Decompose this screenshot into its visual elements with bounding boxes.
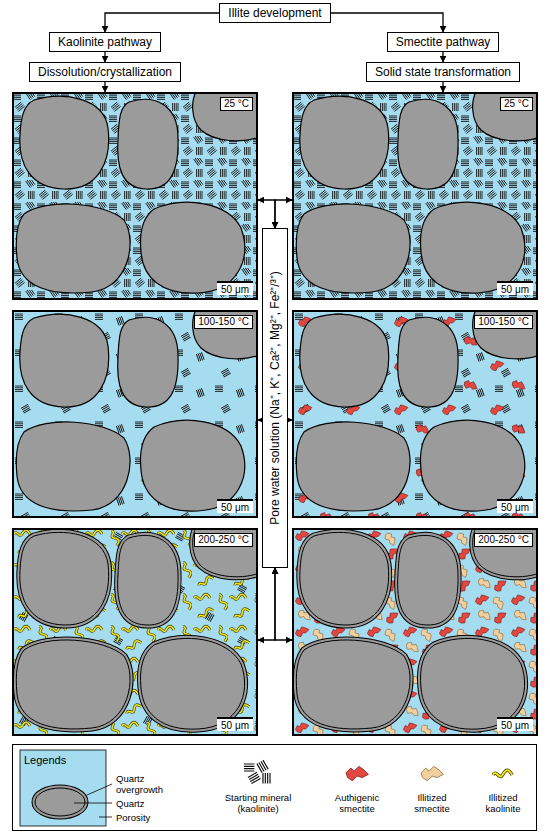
connector-arrow (442, 82, 443, 92)
legend-entry: Quartz overgrowth (116, 773, 178, 795)
temperature-label: 100-150 °C (474, 315, 533, 329)
node-label: Legends (24, 754, 66, 766)
connector-arrow (104, 82, 105, 92)
overgrowth-fill (16, 528, 258, 729)
illitized-smectite-icon (421, 766, 443, 780)
thin-section-panel: 100-150 °C 50 μm (12, 310, 258, 518)
porosity-sample (20, 750, 106, 826)
smectite-panel-100 (292, 310, 538, 518)
node-label: Smectite pathway (396, 35, 491, 49)
legend-label: Illitized smectite (414, 792, 449, 814)
connector-arrow (104, 52, 105, 62)
pore-water-box: Pore water solution (Na⁺, K⁺, Ca²⁺, Mg²⁺… (262, 228, 288, 568)
overgrowth-rim (296, 528, 538, 729)
legend-label: Illitized kaolinite (486, 792, 521, 814)
temperature-label: 200-250 °C (474, 533, 533, 547)
quartz-grains (16, 310, 258, 511)
quartz-grains (296, 310, 538, 511)
scale-bar-label: 50 μm (497, 499, 533, 513)
node-label: Illite development (228, 6, 321, 20)
overgrowth-rim (35, 788, 85, 816)
thin-section-panel: 200-250 °C 50 μm (12, 528, 258, 736)
temperature-label: 25 °C (220, 97, 253, 111)
scale-bar-label: 50 μm (497, 717, 533, 731)
legend-entry: Authigenic smectite (322, 792, 392, 814)
quartz-sample (35, 788, 85, 816)
process-box: Dissolution/crystallization (29, 62, 181, 82)
process-box: Solid state transformation (366, 62, 520, 82)
legend-entry: Starting mineral (kaolinite) (210, 792, 306, 814)
node-label: Pore water solution (Na⁺, K⁺, Ca²⁺, Mg²⁺… (268, 271, 282, 524)
legend-entry: Illitized kaolinite (471, 792, 535, 814)
temperature-label: 25 °C (500, 97, 533, 111)
process-box: Smectite pathway (387, 32, 500, 52)
node-label: Solid state transformation (375, 65, 511, 79)
quartz-grains (16, 92, 258, 293)
thin-section-panel: 25 °C 50 μm (12, 92, 258, 300)
legend-label: Porosity (116, 812, 150, 823)
quartz-grains (296, 528, 538, 729)
overgrowth-fill (35, 788, 85, 816)
legend-label: Authigenic smectite (335, 792, 379, 814)
smectite-panel-200 (292, 528, 538, 736)
scale-bar-label: 50 μm (217, 281, 253, 295)
connector-arrow (275, 200, 292, 228)
kaolinite-panel-200 (12, 528, 258, 736)
quartz-grains (296, 92, 538, 293)
illitized-kaolinite-icon (493, 770, 512, 776)
node-label: Dissolution/crystallization (38, 65, 172, 79)
kaolinite-icon (244, 760, 270, 783)
legend-entry: Porosity (116, 812, 178, 823)
temperature-label: 200-250 °C (194, 533, 253, 547)
overgrowth-fill (296, 528, 538, 729)
node-label: Kaolinite pathway (58, 35, 152, 49)
legend-icons (244, 760, 512, 783)
legend-sample (20, 750, 112, 826)
legend-label: Quartz (116, 798, 145, 809)
connector-arrow (331, 13, 443, 32)
quartz-grains (16, 528, 258, 729)
scale-bar-label: 50 μm (217, 499, 253, 513)
legend-entry: Quartz (116, 798, 178, 809)
connector-arrow (442, 52, 443, 62)
connector-arrow (105, 13, 219, 32)
smectite-icon (346, 766, 368, 780)
temperature-label: 100-150 °C (194, 315, 253, 329)
legend-box: LegendsQuartz overgrowthQuartzPorosity St… (12, 744, 537, 831)
process-box: Illite development (219, 3, 330, 23)
kaolinite-panel-100 (12, 310, 258, 518)
thin-section-panel: 200-250 °C 50 μm (292, 528, 538, 736)
legend-label: Quartz overgrowth (116, 773, 163, 795)
connector-arrow (275, 568, 292, 640)
kaolinite-panel-25 (12, 92, 258, 300)
legend-entry: Illitized smectite (400, 792, 464, 814)
legend-label: Starting mineral (kaolinite) (225, 792, 292, 814)
connector-arrow (258, 200, 275, 228)
thin-section-panel: 25 °C 50 μm (292, 92, 538, 300)
connector-arrow (258, 568, 275, 640)
scale-bar-label: 50 μm (217, 717, 253, 731)
scale-bar-label: 50 μm (497, 281, 533, 295)
leader-lines (74, 784, 112, 817)
overgrowth-rim (16, 528, 258, 729)
thin-section-panel: 100-150 °C 50 μm (292, 310, 538, 518)
process-box: Kaolinite pathway (49, 32, 161, 52)
smectite-panel-25 (292, 92, 538, 300)
